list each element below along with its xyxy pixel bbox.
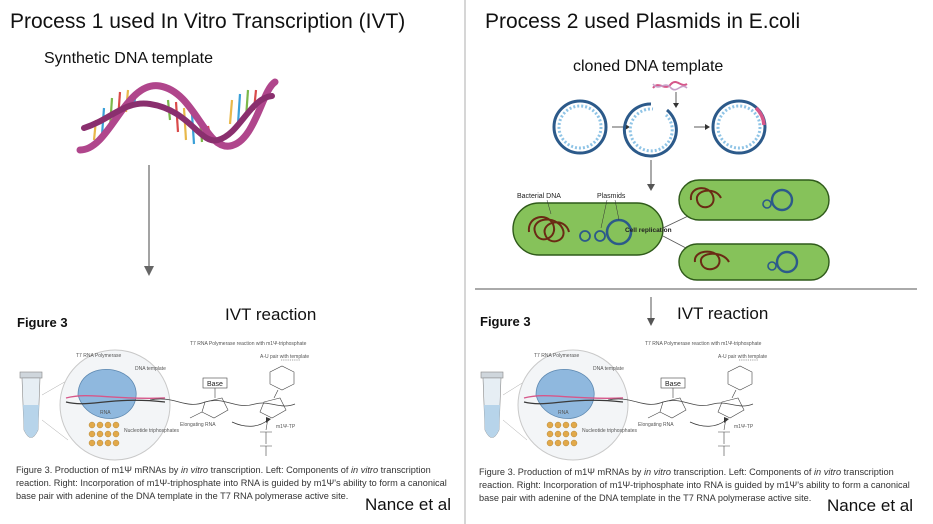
credit-label: Nance et al	[827, 496, 913, 515]
t7-polymerase-label: T7 RNA Polymerase	[76, 353, 122, 359]
caption-italic: in vitro	[643, 467, 672, 477]
caption-italic: in vitro	[814, 467, 842, 477]
nucleotide-label: Nucleotide triphosphates	[582, 428, 638, 434]
caption-part: transcription. Left: Components of	[208, 465, 352, 475]
process-1-panel: Process 1 used In Vitro Transcription (I…	[0, 0, 464, 524]
plasmid-ring-1	[552, 99, 608, 155]
figure-3-caption: Figure 3. Production of m1Ψ mRNAs by in …	[479, 466, 919, 505]
caption-italic: in vitro	[180, 465, 209, 475]
plasmid-cloning-illustration: Bacterial DNA Plasmids Cell replication	[475, 81, 917, 326]
insert-dna-fragment	[652, 81, 688, 91]
pair-label: A-U pair with template	[718, 354, 767, 360]
helix-strand-b	[81, 93, 275, 144]
caption-part: Figure 3. Production of m1Ψ mRNAs by	[479, 467, 644, 477]
plasmid-ring-2-open	[622, 102, 678, 158]
ivt-reaction-label: IVT reaction	[225, 305, 317, 324]
bacterial-dna-coil	[527, 216, 570, 243]
plasmid-ring-3-recombinant	[711, 99, 767, 155]
figure-heading: T7 RNA Polymerase reaction with m1Ψ-trip…	[645, 341, 762, 347]
template-to-ivt-arrowhead	[144, 266, 154, 276]
panel-divider	[464, 0, 466, 524]
elongating-rna-label: Elongating RNA	[180, 422, 216, 428]
test-tube-icon	[19, 371, 43, 438]
daughter-bacterium-2	[678, 243, 830, 281]
figure-3-illustration: T7 RNA Polymerase reaction with m1Ψ-trip…	[19, 341, 309, 461]
figure-heading: T7 RNA Polymerase reaction with m1Ψ-trip…	[190, 341, 307, 347]
t7-polymerase-blob	[77, 369, 137, 419]
dna-helix-illustration	[76, 78, 279, 276]
ivt-reaction-label: IVT reaction	[677, 304, 769, 323]
base-label: Base	[207, 381, 223, 388]
cloned-dna-template-label: cloned DNA template	[573, 58, 724, 75]
nucleotide-triphosphates	[546, 421, 578, 447]
caption-italic: in vitro	[351, 465, 379, 475]
caption-part: Figure 3. Production of m1Ψ mRNAs by	[16, 465, 181, 475]
dna-template-label: DNA template	[593, 366, 624, 372]
helix-strand-a	[76, 78, 279, 154]
caption-part: transcription reaction. Right: Incorpora…	[479, 467, 910, 503]
nucleotide-triphosphates	[88, 421, 120, 447]
cell-replication-label: Cell replication	[625, 227, 672, 234]
pair-label: A-U pair with template	[260, 354, 309, 360]
process-2-title: Process 2 used Plasmids in E.coli	[485, 10, 801, 33]
m1psi-tp-label: m1Ψ-TP	[276, 424, 296, 430]
m1psi-tp-label: m1Ψ-TP	[734, 424, 754, 430]
rna-label: RNA	[100, 410, 111, 416]
figure-3-illustration: T7 RNA Polymerase reaction with m1Ψ-trip…	[480, 341, 767, 461]
dna-template-label: DNA template	[135, 366, 166, 372]
daughter-bacterium-1	[678, 179, 830, 221]
figure-3-label: Figure 3	[480, 314, 531, 329]
base-label: Base	[665, 381, 681, 388]
synthetic-dna-template-label: Synthetic DNA template	[44, 50, 213, 67]
process-2-panel: Process 2 used Plasmids in E.coli cloned…	[467, 0, 933, 524]
plasmids-label: Plasmids	[597, 193, 626, 200]
nucleotide-label: Nucleotide triphosphates	[124, 428, 180, 434]
elongating-rna-label: Elongating RNA	[638, 422, 674, 428]
t7-polymerase-blob	[535, 369, 595, 419]
process-1-title: Process 1 used In Vitro Transcription (I…	[10, 10, 406, 33]
t7-polymerase-label: T7 RNA Polymerase	[534, 353, 580, 359]
test-tube-icon	[480, 371, 504, 438]
caption-part: transcription reaction. Right: Incorpora…	[16, 465, 447, 501]
bacterial-dna-label: Bacterial DNA	[517, 193, 561, 200]
parent-bacterium	[512, 202, 664, 256]
figure-3-caption: Figure 3. Production of m1Ψ mRNAs by in …	[16, 464, 456, 503]
caption-part: transcription. Left: Components of	[671, 467, 815, 477]
figure-3-label: Figure 3	[17, 315, 68, 330]
rna-label: RNA	[558, 410, 569, 416]
credit-label: Nance et al	[365, 495, 451, 514]
